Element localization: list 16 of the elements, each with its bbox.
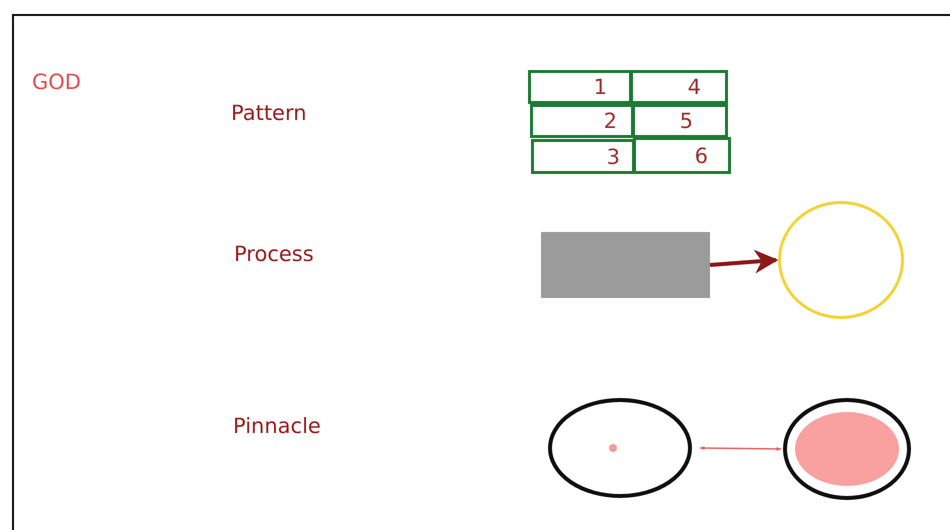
label-text: Pinnacle <box>233 414 321 438</box>
label-text: GOD <box>32 70 81 94</box>
arrow <box>700 446 782 451</box>
ellipse <box>548 398 692 498</box>
ellipse <box>783 398 911 500</box>
label-text: Process <box>234 242 314 266</box>
filled-rectangle <box>541 232 710 298</box>
table-cell: 6 <box>633 137 731 174</box>
label-text: Pattern <box>231 101 307 125</box>
table-cell: 5 <box>632 104 728 138</box>
ellipse <box>778 201 904 319</box>
arrow <box>710 250 778 274</box>
table-cell: 3 <box>531 139 635 174</box>
table-cell: 4 <box>630 70 728 104</box>
table-cell: 2 <box>530 104 634 138</box>
table-cell: 1 <box>528 70 632 104</box>
